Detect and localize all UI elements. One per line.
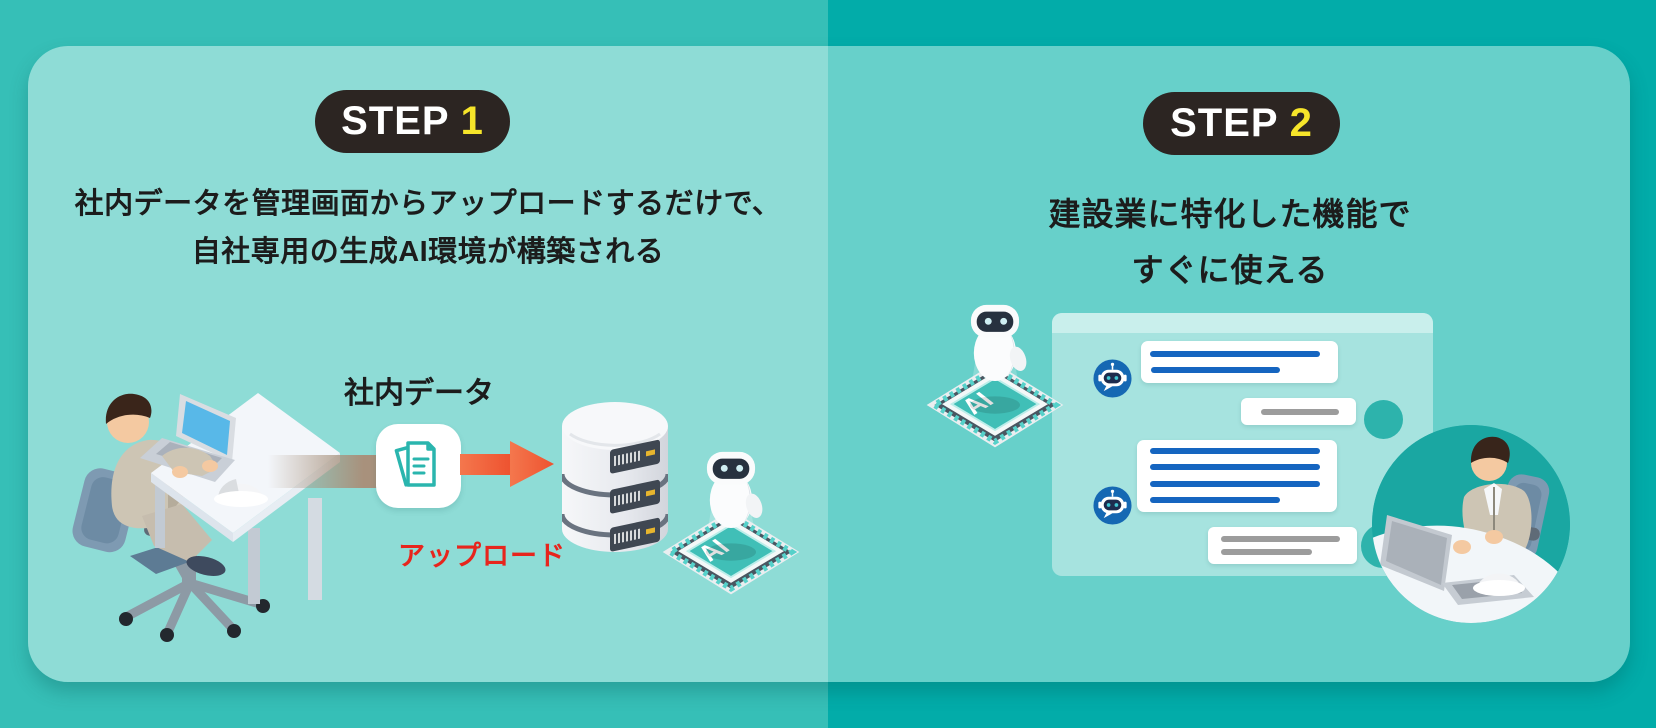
user-chat-bubble-2: [1208, 527, 1357, 564]
step1-badge-number: 1: [460, 99, 484, 143]
internal-data-label: 社内データ: [344, 377, 494, 410]
chat-text-line: [1221, 536, 1340, 542]
bot-chat-bubble-1: [1141, 341, 1338, 383]
bot-avatar-icon: [1093, 486, 1132, 525]
ai-robot-chip-icon: AI: [662, 451, 800, 595]
step2-heading-line2: すぐに使える: [1131, 252, 1329, 288]
chat-text-line: [1261, 409, 1339, 415]
ai-robot-chip-icon: AI: [926, 304, 1064, 448]
upload-label: アップロード: [398, 541, 566, 571]
chat-text-line: [1221, 549, 1312, 555]
chat-text-line: [1150, 481, 1320, 487]
main-card: STEP 1 社内データを管理画面からアップロードするだけで、 自社専用の生成A…: [28, 46, 1630, 682]
step1-badge: STEP 1: [315, 90, 510, 153]
step1-badge-label: STEP: [341, 99, 450, 143]
chat-text-line: [1150, 448, 1320, 454]
data-flow-beam: [268, 455, 380, 488]
chat-text-line: [1150, 497, 1280, 503]
worker-at-desk-illustration: [72, 393, 340, 642]
chat-text-line: [1150, 464, 1320, 470]
chat-text-line: [1151, 367, 1280, 373]
worker-laptop-icon: [1372, 425, 1570, 623]
step1-heading-line2: 自社専用の生成AI環境が構築される: [191, 236, 665, 268]
database-icon: [562, 402, 668, 552]
step1-heading: 社内データを管理画面からアップロードするだけで、 自社専用の生成AI環境が構築さ…: [28, 180, 828, 276]
step2-badge-number: 2: [1289, 101, 1313, 145]
bot-chat-bubble-2: [1137, 440, 1337, 512]
step2-heading: 建設業に特化した機能で すぐに使える: [830, 186, 1630, 298]
user-chat-bubble-1: [1241, 398, 1356, 425]
step2-badge-label: STEP: [1170, 101, 1279, 145]
chat-panel-topbar: [1052, 313, 1433, 333]
step1-heading-line1: 社内データを管理画面からアップロードするだけで、: [74, 188, 782, 220]
server-panels: [610, 439, 660, 552]
bot-avatar-icon: [1093, 359, 1132, 398]
documents-card: [376, 424, 461, 508]
step2-badge: STEP 2: [1143, 92, 1340, 155]
documents-icon: [394, 441, 436, 487]
step2-heading-line1: 建設業に特化した機能で: [1048, 196, 1412, 232]
chat-text-line: [1150, 351, 1320, 357]
worker-circle-illustration: [1372, 425, 1570, 623]
upload-arrow-icon: [460, 441, 554, 487]
user-avatar-circle: [1364, 400, 1403, 439]
